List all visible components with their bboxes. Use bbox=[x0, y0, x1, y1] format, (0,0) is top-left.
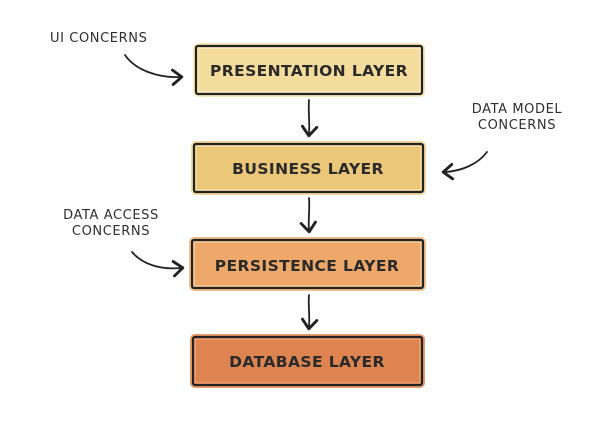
layer-database-border bbox=[191, 335, 424, 387]
data-model-concerns-arrow bbox=[441, 151, 488, 181]
data-access-concerns-label: DATA ACCESS CONCERNS bbox=[52, 208, 170, 240]
arrow-business-to-persistence bbox=[299, 197, 317, 234]
layer-persistence: PERSISTENCE LAYER bbox=[189, 237, 426, 291]
layer-database-label: DATABASE LAYER bbox=[229, 353, 385, 371]
ui-concerns-line-1: UI CONCERNS bbox=[50, 31, 148, 46]
layer-business-border bbox=[192, 142, 425, 194]
layer-business-label: BUSINESS LAYER bbox=[232, 160, 384, 178]
arrow-persistence-to-database bbox=[301, 294, 319, 331]
layer-business: BUSINESS LAYER bbox=[191, 141, 426, 195]
layer-database: DATABASE LAYER bbox=[190, 334, 425, 388]
ui-concerns-label: UI CONCERNS bbox=[50, 31, 147, 47]
data-access-concerns-line-1: DATA ACCESS bbox=[63, 208, 159, 223]
data-model-concerns-line-1: DATA MODEL bbox=[471, 102, 563, 117]
layer-presentation: PRESENTATION LAYER bbox=[193, 43, 425, 97]
data-access-concerns-line-2: CONCERNS bbox=[71, 224, 151, 239]
data-model-concerns-label: DATA MODEL CONCERNS bbox=[462, 102, 572, 134]
layer-presentation-border bbox=[194, 44, 424, 96]
layer-persistence-border bbox=[190, 238, 425, 290]
layer-presentation-label: PRESENTATION LAYER bbox=[210, 62, 408, 80]
data-model-concerns-line-2: CONCERNS bbox=[477, 118, 557, 133]
data-access-concerns-arrow bbox=[131, 251, 185, 278]
layer-persistence-label: PERSISTENCE LAYER bbox=[215, 257, 399, 275]
ui-concerns-arrow bbox=[124, 54, 184, 86]
arrow-presentation-to-business bbox=[300, 99, 319, 138]
